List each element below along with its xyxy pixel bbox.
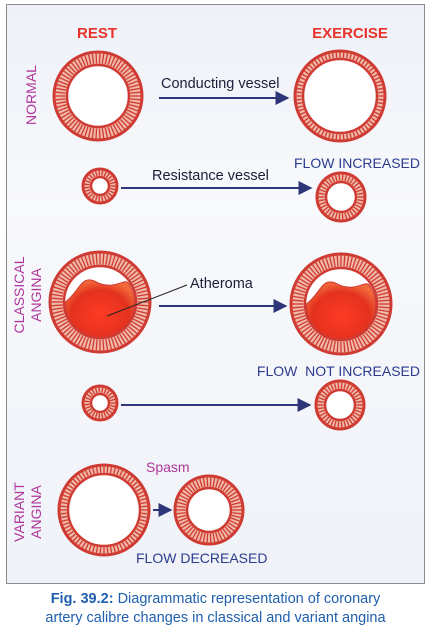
- normal-resistance-rest-vessel-lumen: [89, 175, 111, 197]
- classical-rest-vessel-striations: [51, 253, 149, 351]
- variant-rest-vessel-striations: [60, 466, 148, 554]
- classical-exercise-vessel: [289, 252, 393, 356]
- classical-rest-vessel-atheroma: [64, 279, 135, 338]
- normal-conducting-rest-vessel-lumen: [65, 63, 131, 129]
- header-exercise: EXERCISE: [312, 25, 388, 42]
- label-resistance-vessel: Resistance vessel: [152, 168, 269, 184]
- figure-caption: Fig. 39.2: Diagrammatic representation o…: [0, 590, 431, 628]
- normal-conducting-rest-vessel: [52, 50, 144, 142]
- classical-exercise-vessel-atheroma: [305, 281, 376, 340]
- classical-resistance-exercise-vessel-lumen: [323, 388, 357, 422]
- normal-conducting-exercise-vessel-striations: [296, 52, 384, 140]
- row-label-normal: NORMAL: [23, 65, 39, 125]
- normal-conducting-rest-vessel-striations: [55, 53, 141, 139]
- caption-line-2: artery calibre changes in classical and …: [45, 610, 386, 626]
- variant-exercise-vessel-lumen: [185, 486, 233, 534]
- row-label-variant: VARIANT: [11, 482, 27, 542]
- caption-line-1-text: Diagrammatic representation of coronary: [113, 591, 381, 607]
- normal-resistance-exercise-vessel-lumen: [324, 180, 358, 214]
- classical-resistance-exercise-vessel: [314, 379, 366, 431]
- row-label-classical: CLASSICAL: [11, 256, 27, 333]
- label-spasm: Spasm: [146, 459, 190, 475]
- variant-exercise-vessel: [173, 474, 245, 546]
- atheroma-pointer: [106, 284, 188, 317]
- figure-panel: REST EXERCISE NORMAL CLASSICAL ANGINA VA…: [6, 4, 425, 584]
- label-flow-increased: FLOW INCREASED: [294, 155, 420, 171]
- normal-resistance-rest-vessel-striations: [84, 170, 116, 202]
- label-flow-not-increased: FLOW NOT INCREASED: [257, 363, 420, 379]
- label-flow-decreased: FLOW DECREASED: [136, 550, 267, 566]
- normal-resistance-exercise-vessel-striations: [318, 174, 364, 220]
- normal-conducting-exercise-vessel: [293, 49, 387, 143]
- classical-rest-vessel: [48, 250, 152, 354]
- classical-resistance-rest-vessel: [81, 384, 119, 422]
- variant-rest-vessel: [57, 463, 151, 557]
- label-atheroma: Atheroma: [190, 276, 254, 292]
- row-label-classical-angina: ANGINA: [28, 268, 44, 322]
- caption-fig-label: Fig. 39.2:: [50, 591, 114, 607]
- normal-conducting-exercise-vessel-lumen: [301, 57, 379, 135]
- normal-resistance-exercise-vessel: [315, 171, 367, 223]
- header-rest: REST: [77, 25, 117, 42]
- variant-exercise-vessel-striations: [176, 477, 242, 543]
- classical-exercise-vessel-striations: [292, 255, 390, 353]
- normal-resistance-rest-vessel: [81, 167, 119, 205]
- classical-resistance-rest-vessel-lumen: [89, 392, 111, 414]
- diagram-canvas: REST EXERCISE NORMAL CLASSICAL ANGINA VA…: [11, 25, 420, 566]
- row-label-variant-angina: ANGINA: [28, 485, 44, 539]
- label-conducting-vessel: Conducting vessel: [161, 76, 280, 92]
- classical-resistance-rest-vessel-striations: [84, 387, 116, 419]
- caption-line-1: Fig. 39.2: Diagrammatic representation o…: [0, 590, 431, 609]
- variant-rest-vessel-lumen: [66, 472, 142, 548]
- classical-resistance-exercise-vessel-striations: [317, 382, 363, 428]
